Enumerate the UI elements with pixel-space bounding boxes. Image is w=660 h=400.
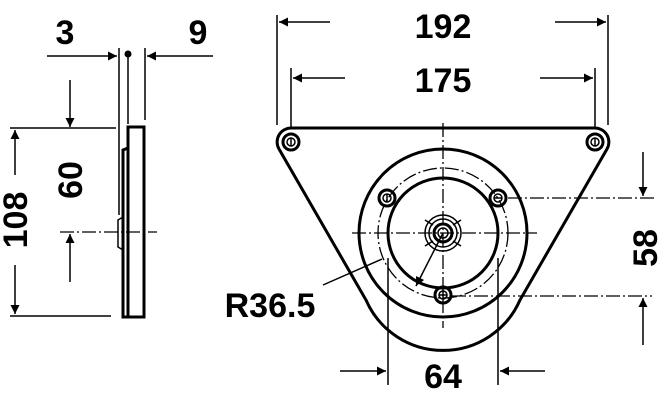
plate-profile <box>126 125 146 319</box>
screw-hole <box>377 188 397 208</box>
screw-hole <box>488 188 508 208</box>
radius-arrow <box>415 232 444 287</box>
spigot-profile <box>117 216 124 251</box>
plan-view: 192 175 <box>225 8 660 396</box>
dim-label-radius: R36.5 <box>225 287 316 325</box>
dim-label-108: 108 <box>0 192 35 249</box>
dim-label-60: 60 <box>52 161 90 199</box>
screw-hole <box>585 132 605 152</box>
dim-label-3: 3 <box>56 14 75 52</box>
side-view: 3 9 60 108 <box>0 14 213 319</box>
dim-label-9: 9 <box>189 14 208 52</box>
dim-label-64: 64 <box>424 358 462 396</box>
mounting-plate <box>275 126 611 352</box>
radius-leader <box>322 258 383 286</box>
dim-label-58: 58 <box>627 229 660 267</box>
dim-label-175: 175 <box>415 62 472 100</box>
dim-label-192: 192 <box>415 8 472 46</box>
reference-dot <box>124 50 132 58</box>
back-flange <box>121 146 129 319</box>
screw-hole <box>281 132 301 152</box>
